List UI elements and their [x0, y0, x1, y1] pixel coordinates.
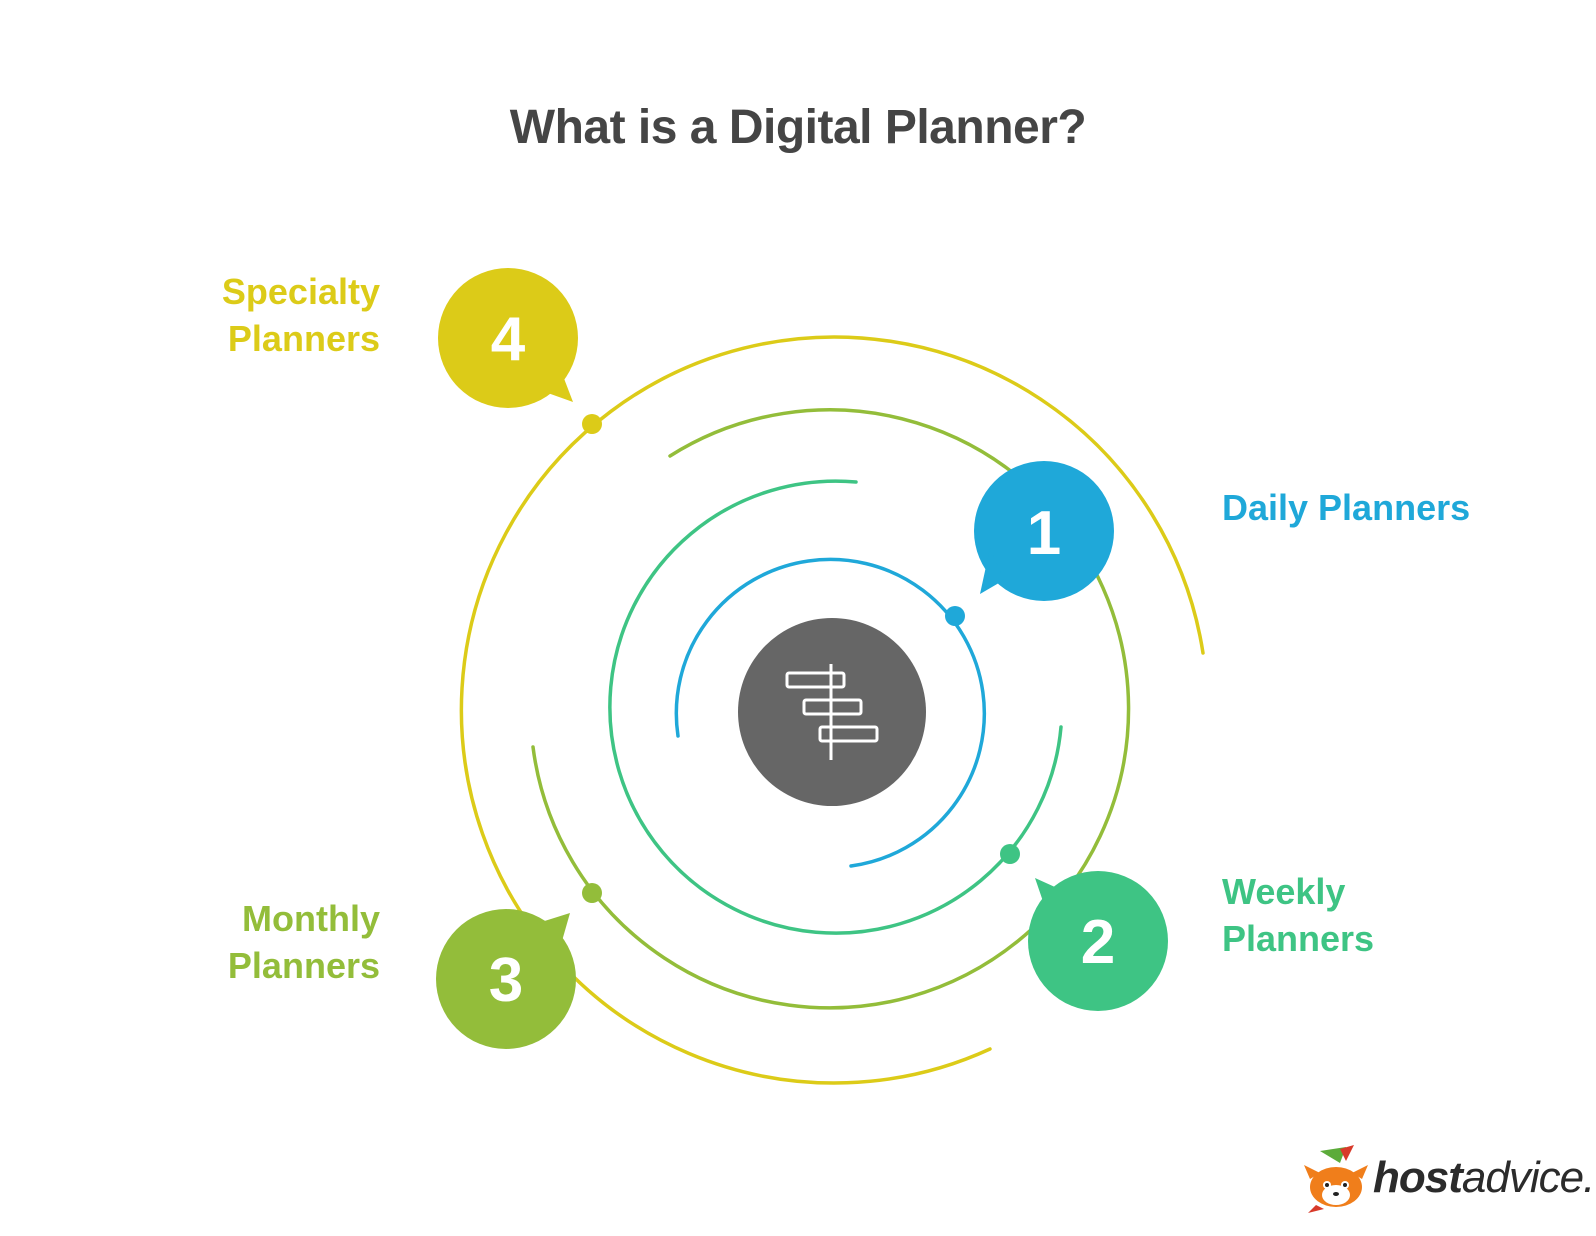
label-line: Specialty — [221, 271, 380, 312]
logo-bold: host — [1373, 1153, 1463, 1202]
label-line: Monthly — [242, 898, 380, 939]
bubble-number-2: 2 — [1081, 908, 1115, 977]
label-specialty-planners: Specialty Planners — [130, 268, 380, 362]
gantt-chart-icon — [785, 664, 879, 760]
dot-monthly — [582, 883, 602, 903]
ring-monthly — [531, 408, 1131, 1010]
label-monthly-planners: Monthly Planners — [130, 895, 380, 989]
page-title: What is a Digital Planner? — [509, 101, 1087, 154]
dot-specialty — [582, 414, 602, 434]
ring-weekly — [608, 479, 1063, 935]
ring-specialty — [459, 335, 1205, 1085]
label-line: Planners — [227, 945, 380, 986]
logo-wordmark: hostadvice. — [1373, 1153, 1595, 1203]
logo-regular: advice. — [1461, 1153, 1595, 1202]
bubble-monthly — [436, 909, 576, 1049]
dot-daily — [945, 606, 965, 626]
bubble-number-3: 3 — [489, 946, 523, 1015]
ring-daily — [674, 557, 987, 868]
bubble-number-4: 4 — [491, 305, 526, 374]
dot-weekly — [1000, 844, 1020, 864]
bubble-specialty — [438, 268, 578, 408]
label-line: Planners — [1222, 918, 1375, 959]
hostadvice-logo: hostadvice. — [1300, 1145, 1595, 1215]
label-line: Daily Planners — [1222, 487, 1471, 528]
fox-mascot-icon — [1304, 1145, 1368, 1213]
bubble-number-1: 1 — [1027, 499, 1061, 568]
label-line: Weekly — [1222, 871, 1346, 912]
label-daily-planners: Daily Planners — [1222, 484, 1470, 531]
bubble-daily — [974, 461, 1114, 601]
label-weekly-planners: Weekly Planners — [1222, 868, 1374, 962]
label-line: Planners — [227, 318, 380, 359]
bubble-weekly — [1028, 871, 1168, 1011]
